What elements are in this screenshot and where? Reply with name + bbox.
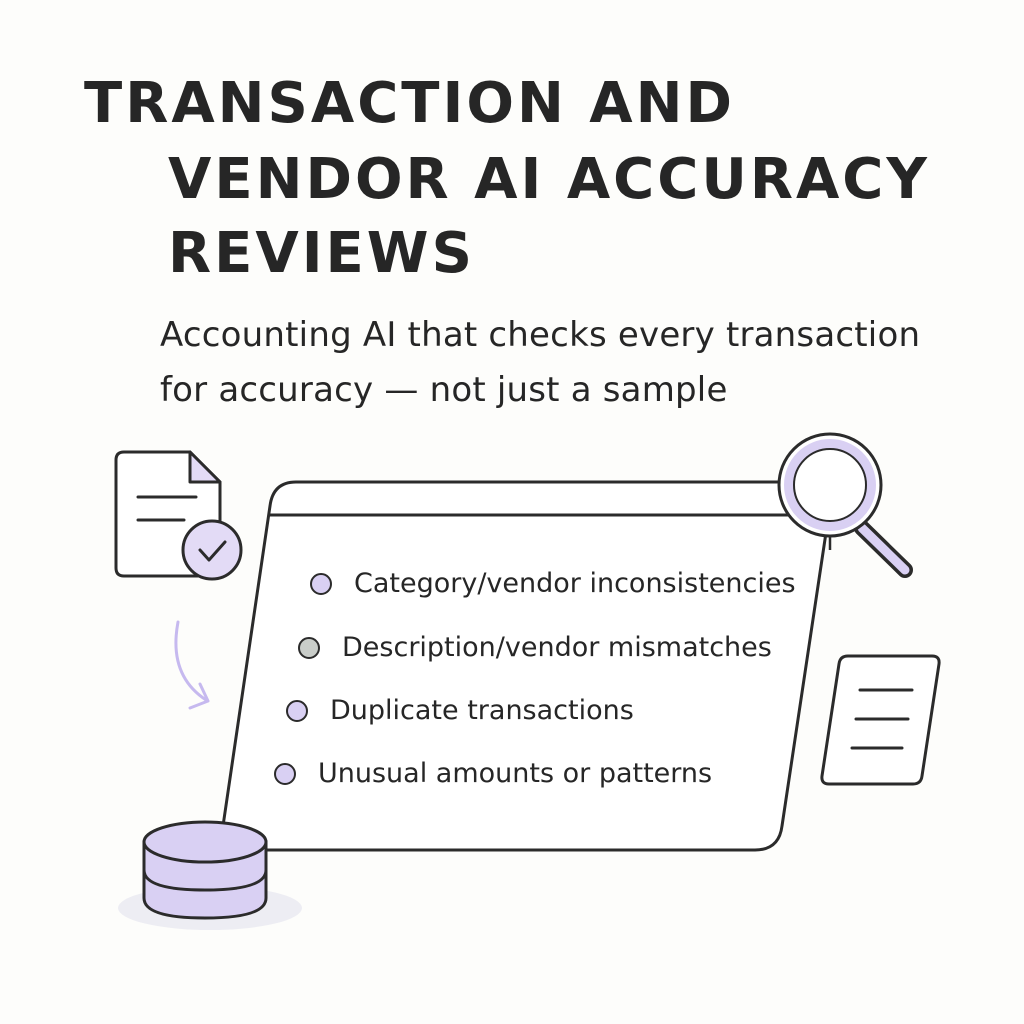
page-title-line-1: TRANSACTION AND <box>84 71 735 136</box>
magnifier-icon <box>777 432 913 578</box>
checklist-item: Description/vendor mismatches <box>298 634 772 661</box>
page-title-line-3: REVIEWS <box>168 221 475 286</box>
checklist-item: Category/vendor inconsistencies <box>310 570 796 597</box>
bullet-dot-icon <box>310 572 332 595</box>
database-icon <box>118 820 302 930</box>
subtitle-line-2: for accuracy — not just a sample <box>160 370 728 410</box>
checklist-item-label: Unusual amounts or patterns <box>318 758 713 789</box>
review-panel <box>221 480 832 852</box>
curved-arrow-icon <box>174 620 210 710</box>
subtitle-line-1: Accounting AI that checks every transact… <box>160 315 921 355</box>
checklist-item-label: Duplicate transactions <box>330 695 634 726</box>
document-check-icon <box>114 450 243 581</box>
page-title-line-2: VENDOR AI ACCURACY <box>168 147 930 212</box>
report-document-icon <box>820 654 941 786</box>
checklist-item-label: Category/vendor inconsistencies <box>354 568 796 599</box>
checklist-item: Unusual amounts or patterns <box>274 760 712 787</box>
checklist-item-label: Description/vendor mismatches <box>342 632 772 663</box>
bullet-dot-icon <box>274 762 296 785</box>
bullet-dot-icon <box>298 636 320 659</box>
bullet-dot-icon <box>286 699 308 722</box>
checklist-item: Duplicate transactions <box>286 697 634 724</box>
